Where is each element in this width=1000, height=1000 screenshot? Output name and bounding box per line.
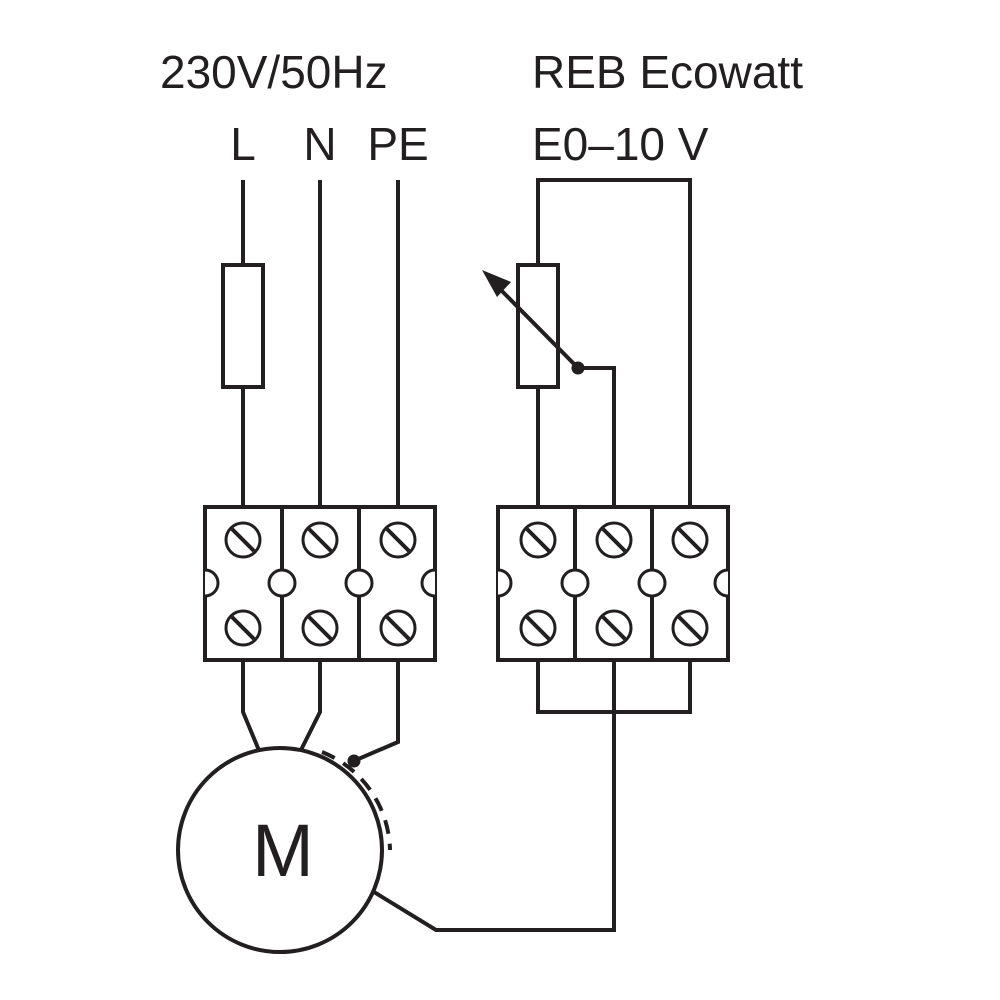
potentiometer-arrow-shaft [492, 281, 581, 371]
terminal-label-n: N [303, 118, 336, 170]
earth-node [347, 754, 361, 768]
controller-circuit [482, 178, 692, 509]
screw-icon [519, 609, 557, 647]
wire-wiper [576, 366, 616, 509]
screw-icon [519, 521, 557, 559]
terminal-link-hole [637, 568, 667, 598]
screw-icon [671, 609, 709, 647]
terminal-link-hole [560, 568, 590, 598]
motor-supply-wires [241, 658, 400, 768]
screw-icon [379, 609, 417, 647]
potentiometer-arrow-icon [482, 270, 511, 297]
screw-icon [301, 521, 339, 559]
terminal-link-hole [267, 568, 297, 598]
wire-motor-n [299, 658, 322, 751]
terminal-label-l: L [230, 118, 256, 170]
wire-controller-loop [536, 178, 692, 509]
controller-signal-label: E0–10 V [532, 118, 709, 170]
terminal-block-supply [203, 505, 437, 662]
motor: M [176, 746, 392, 954]
controller-name-label: REB Ecowatt [532, 46, 803, 98]
screw-icon [595, 521, 633, 559]
motor-symbol-label: M [252, 809, 314, 892]
potentiometer-symbol [516, 263, 560, 389]
terminal-link-hole [344, 568, 374, 598]
wire-motor-pe [353, 658, 400, 763]
screw-icon [595, 609, 633, 647]
supply-wires [241, 180, 400, 509]
supply-voltage-label: 230V/50Hz [160, 46, 388, 98]
controller-output-wires [371, 658, 692, 932]
screw-icon [224, 521, 262, 559]
screw-icon [671, 521, 709, 559]
motor-circle [176, 746, 384, 954]
screw-icon [224, 609, 262, 647]
wire-motor-l [241, 658, 261, 751]
terminal-block-controller [496, 505, 730, 662]
terminal-label-pe: PE [367, 118, 428, 170]
screw-icon [379, 521, 417, 559]
wiper-node [571, 361, 585, 375]
screw-icon [301, 609, 339, 647]
fuse-symbol [221, 263, 265, 389]
wire-to-motor [371, 889, 616, 932]
